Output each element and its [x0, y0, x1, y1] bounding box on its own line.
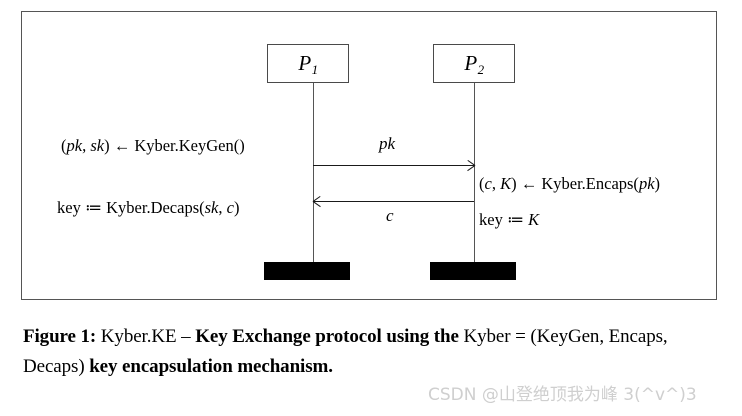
caption-run-2: Key Exchange protocol using the — [195, 326, 459, 347]
arrowhead-left-icon — [313, 197, 322, 206]
termination-bar-p1 — [264, 262, 350, 280]
note-key-assignment: key ≔ K — [479, 210, 540, 229]
party-label-p1: P1 — [298, 51, 319, 77]
caption-run-1: Kyber.KE – — [96, 326, 196, 347]
csdn-watermark: CSDN @山登绝顶我为峰 3(^v^)3 — [428, 385, 697, 405]
caption-run-4: key encapsulation mechanism. — [89, 356, 333, 377]
note-decaps: key ≔ Kyber.Decaps(sk, c) — [57, 198, 240, 217]
caption-run-0: Figure 1: — [23, 326, 97, 347]
message-arrow-pk — [313, 164, 474, 166]
party-box-p1: P1 — [267, 44, 349, 83]
caption-run-3: Kyber = (KeyGen, Encaps, Decaps) — [23, 326, 668, 377]
note-keygen: (pk, sk) ← Kyber.KeyGen() — [61, 136, 245, 155]
message-label-pk: pk — [379, 134, 396, 153]
party-label-p2: P2 — [464, 51, 485, 77]
note-encaps: (c, K) ← Kyber.Encaps(pk) — [479, 174, 661, 193]
termination-bar-p2 — [430, 262, 516, 280]
lifeline-p1 — [312, 83, 314, 278]
party-box-p2: P2 — [433, 44, 515, 83]
figure-frame: P1 P2 pk c (pk, sk) ← Kyber.KeyGen() (c,… — [21, 11, 717, 300]
message-label-c: c — [386, 206, 394, 225]
lifeline-p2 — [473, 83, 475, 278]
figure-caption: Figure 1: Kyber.KE – Key Exchange protoc… — [23, 322, 723, 382]
message-arrow-c — [313, 200, 474, 202]
arrowhead-right-icon — [466, 161, 475, 170]
